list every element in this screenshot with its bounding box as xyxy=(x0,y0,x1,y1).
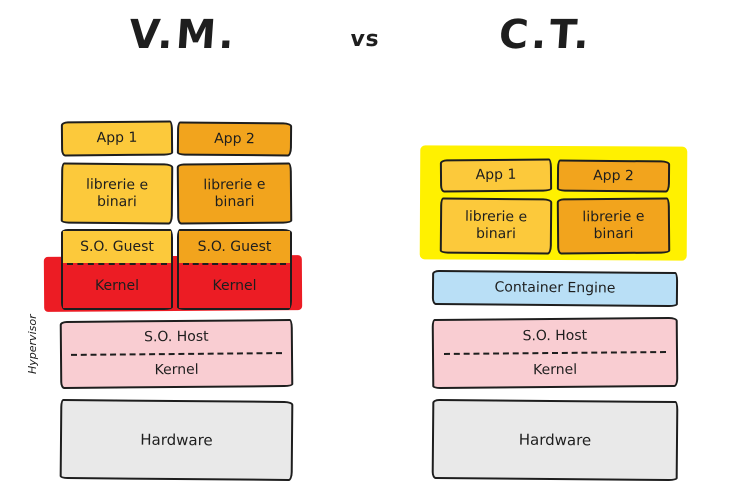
ct-libraries2-label: librerie e binari xyxy=(582,208,645,243)
vm-guest-os2-box: S.O. Guest Kernel xyxy=(177,229,292,310)
vm-host-os-label: S.O. Host xyxy=(143,328,209,346)
ct-libraries1-box: librerie e binari xyxy=(439,197,553,255)
vm-kernel1-section: Kernel xyxy=(63,265,171,308)
versus-label: vs xyxy=(349,27,381,52)
vm-guest-os1-label-section: S.O. Guest xyxy=(63,231,171,263)
vm-guest-os2-label-section: S.O. Guest xyxy=(179,231,290,263)
vm-libraries2-box: librerie e binari xyxy=(176,162,293,225)
hypervisor-label: Hypervisor xyxy=(26,314,39,374)
vm-app1-box: App 1 xyxy=(60,120,174,157)
vm-libraries1-box: librerie e binari xyxy=(60,162,174,225)
vm-kernel2-label: Kernel xyxy=(212,278,257,295)
ct-app2-box: App 2 xyxy=(556,159,671,193)
ct-container-engine-box: Container Engine xyxy=(431,269,679,308)
vm-guest-os2-label: S.O. Guest xyxy=(197,238,272,255)
vm-kernel1-label: Kernel xyxy=(95,278,139,295)
ct-host-os-label: S.O. Host xyxy=(522,327,588,344)
vm-guest1-dashed-divider xyxy=(67,263,167,265)
ct-host-kernel-label: Kernel xyxy=(533,361,578,378)
ct-libraries2-box: librerie e binari xyxy=(556,197,671,255)
vm-hardware-box: Hardware xyxy=(59,398,294,482)
vm-hardware-label: Hardware xyxy=(140,430,213,450)
vm-libraries2-label: librerie e binari xyxy=(203,176,266,210)
vm-guest2-dashed-divider xyxy=(183,263,286,265)
ct-hardware-box: Hardware xyxy=(431,398,679,482)
ct-app1-label: App 1 xyxy=(475,166,517,184)
vm-guest-os1-box: S.O. Guest Kernel xyxy=(61,229,173,310)
vm-guest-os1-label: S.O. Guest xyxy=(80,238,154,255)
ct-container-engine-label: Container Engine xyxy=(494,279,616,297)
vm-app2-box: App 2 xyxy=(176,121,293,157)
vm-libraries1-label: librerie e binari xyxy=(85,176,149,210)
vm-host-kernel-section: Kernel xyxy=(62,354,291,387)
ct-libraries1-label: librerie e binari xyxy=(464,208,528,243)
ct-host-os-section: S.O. Host xyxy=(434,319,676,353)
ct-app1-box: App 1 xyxy=(439,158,553,193)
vm-app1-label: App 1 xyxy=(96,129,138,147)
vm-app2-label: App 2 xyxy=(214,130,255,147)
ct-app2-label: App 2 xyxy=(593,167,634,184)
vm-title: V.M. xyxy=(127,12,239,58)
vm-host-os-box: S.O. Host Kernel xyxy=(59,318,294,390)
ct-title: C.T. xyxy=(497,12,594,58)
vm-kernel2-section: Kernel xyxy=(179,265,290,308)
vm-host-kernel-label: Kernel xyxy=(154,361,199,379)
ct-hardware-label: Hardware xyxy=(518,430,592,450)
ct-host-kernel-section: Kernel xyxy=(434,353,676,387)
ct-host-os-box: S.O. Host Kernel xyxy=(431,316,679,390)
vm-host-os-section: S.O. Host xyxy=(62,321,291,354)
